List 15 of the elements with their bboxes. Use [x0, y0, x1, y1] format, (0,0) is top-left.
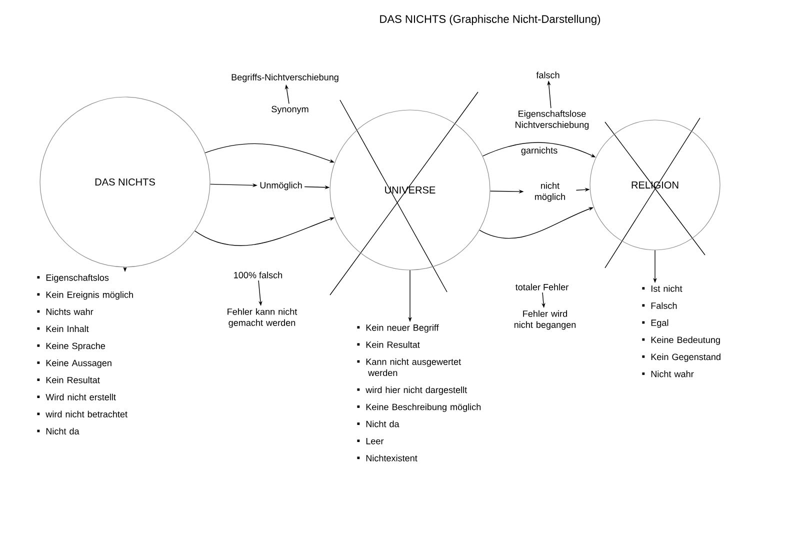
note-text: 100% falsch [234, 272, 282, 278]
bullet-list: Eigenschaftslos Kein Ereignis möglich Nichts wahr Kein Inhalt Keine Sprache Keine Aussagen Kein Resultat Wird nicht erstellt wird nicht betrachtet Nicht da [37, 274, 133, 434]
note-text: falsch [536, 72, 560, 78]
note-text: Fehler kann nicht gemacht werden [228, 308, 298, 328]
note-text: Begriffs-Nichtverschiebung [232, 74, 338, 82]
note-text: Fehler wird nicht begangen [514, 310, 576, 330]
note-text: nicht möglich [535, 182, 565, 202]
bullet-list: Ist nicht Falsch Egal Keine Bedeutung Kein Gegenstand Nicht wahr [642, 285, 720, 378]
title: DAS NICHTS (Graphische Nicht-Darstellung) [380, 14, 600, 26]
note-text: Eigenschaftslose Nichtverschiebung [516, 110, 589, 130]
note-text: totaler Fehler [516, 284, 568, 290]
bullet-list: Kein neuer Begriff Kein Resultat Kann nicht ausgewertet werden wird hier nicht dargestellt Keine Beschreibung möglich Nicht da Leer Nichtexistent [357, 324, 481, 462]
note-text: Synonym [272, 106, 308, 114]
note-text: Unmöglich [260, 182, 302, 190]
edge-label: garnichts [520, 146, 559, 156]
